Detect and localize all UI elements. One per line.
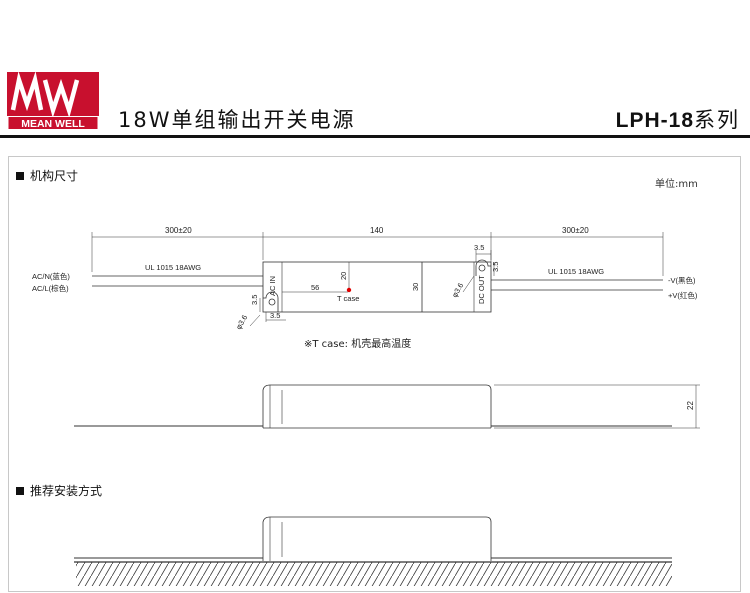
top-view (91, 232, 664, 327)
wire-acn-label: AC/N(蓝色) (32, 271, 70, 281)
ac-in-label: AC IN (268, 276, 277, 296)
dim-tab-right-v-label: 3.5 (491, 262, 500, 272)
tcase-note: ※T case: 机壳最高温度 (304, 339, 412, 350)
wire-acl-label: AC/L(棕色) (32, 283, 69, 293)
dim-left-wire-label: 300±20 (165, 226, 192, 235)
left-mount-hole (268, 298, 276, 306)
dim-width-label: 30 (411, 283, 420, 291)
bullet-square-icon (16, 172, 24, 180)
section-mechanical-heading: 机构尺寸 (16, 167, 78, 184)
side-case-outline (262, 384, 492, 428)
hole-right-label: φ3.6 (450, 281, 465, 299)
wire-left-spec: UL 1015 18AWG (145, 263, 201, 272)
content-panel (8, 156, 741, 592)
mean-well-logo: MEAN WELL (7, 71, 99, 130)
dim-tab-left-h-label: 3.5 (270, 311, 280, 320)
right-mount-tab (475, 259, 491, 276)
series-code: LPH-18 (615, 109, 694, 132)
dim-height-label: 22 (686, 401, 695, 410)
left-mount-tab (263, 291, 279, 312)
wire-vneg-label: -V(黑色) (668, 275, 696, 285)
dim-right-wire-label: 300±20 (562, 226, 589, 235)
wire-vpos-label: +V(红色) (668, 290, 698, 300)
tcase-point (346, 287, 352, 293)
dc-out-label: DC OUT (477, 275, 486, 304)
tcase-label: T case (337, 294, 359, 303)
logo-text: MEAN WELL (21, 118, 85, 130)
header-divider (0, 135, 750, 138)
series-suffix: 系列 (694, 108, 740, 132)
mounting-view (74, 516, 672, 586)
dim-tab-right-label: 3.5 (474, 243, 484, 252)
logo-m-glyph (10, 71, 44, 112)
mount-case-outline (262, 516, 492, 561)
logo-w-glyph (42, 78, 80, 118)
dim-tab-left-v-label: 3.5 (250, 295, 259, 305)
right-mount-hole (478, 264, 486, 272)
unit-label: 单位:mm (655, 179, 698, 190)
bullet-square-icon (16, 487, 24, 495)
mount-surface-hatch (76, 562, 672, 586)
series-title: LPH-18系列 (616, 104, 740, 134)
hole-left-label: φ3.6 (234, 313, 249, 331)
dim-tcase-x-label: 56 (311, 283, 319, 292)
wire-right-spec: UL 1015 18AWG (548, 267, 604, 276)
case-outline (262, 261, 492, 313)
dim-body-label: 140 (370, 226, 384, 235)
section-mounting-heading: 推荐安装方式 (16, 482, 102, 499)
dim-tcase-y-label: 20 (339, 272, 348, 280)
side-view (74, 384, 700, 429)
page-title: 18W单组输出开关电源 (118, 108, 356, 132)
